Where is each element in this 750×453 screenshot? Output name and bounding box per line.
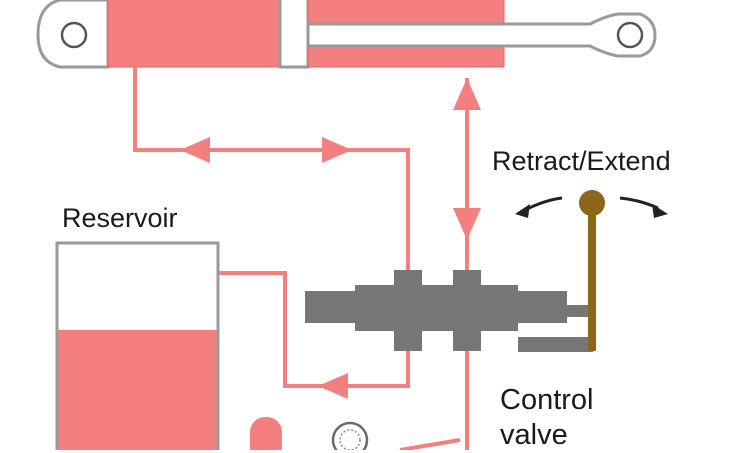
- lever-extend-arrow-icon: [619, 196, 659, 210]
- cylinder-mount-hole: [60, 21, 88, 49]
- cylinder-piston: [278, 0, 310, 69]
- control-valve-label-line2: valve: [500, 419, 568, 451]
- line-cylinder-left-to-valve: [133, 67, 410, 275]
- hydraulic-cylinder: [36, 0, 657, 69]
- pump-assembly: [250, 417, 369, 450]
- lever-extend-arrowhead-icon: [652, 204, 668, 218]
- rod-end-hole: [616, 21, 644, 49]
- lever-knob: [579, 190, 605, 216]
- valve-port-left-top: [394, 270, 422, 292]
- valve-stem-link: [518, 305, 593, 317]
- arrow-flow-up: [453, 78, 481, 110]
- lever-retract-arrow-icon: [524, 196, 563, 212]
- arrow-flow-down: [453, 208, 481, 240]
- valve-stem: [518, 337, 593, 352]
- line-pump-outlet: [399, 438, 461, 450]
- fluid-lines: [133, 67, 469, 450]
- valve-port-left-bottom: [394, 325, 422, 351]
- valve-port-right-bottom: [453, 325, 481, 351]
- control-valve-label: Control valve: [500, 383, 594, 453]
- cylinder-piston-rod: [306, 12, 657, 58]
- reservoir-label: Reservoir: [62, 203, 178, 233]
- lever-retract-arrowhead-icon: [515, 204, 530, 218]
- pump-cylinder: [250, 417, 282, 450]
- arrow-flow-right: [322, 137, 352, 163]
- lever-handle: [588, 208, 596, 351]
- valve-port-right-top: [453, 270, 481, 292]
- line-valve-to-reservoir: [218, 271, 410, 388]
- reservoir-fluid: [58, 329, 217, 450]
- flow-arrows: [180, 78, 481, 399]
- arrow-flow-left: [180, 137, 210, 163]
- control-valve-body: [305, 270, 593, 352]
- cylinder-chamber-left: [107, 0, 281, 68]
- reservoir-tank: [55, 241, 220, 450]
- control-valve-label-line1: Control: [500, 384, 594, 416]
- pressure-gauge-inner: [339, 429, 361, 450]
- retract-extend-label: Retract/Extend: [492, 146, 671, 176]
- valve-housing: [355, 285, 518, 331]
- control-lever: [515, 190, 668, 351]
- arrow-return-left: [318, 373, 348, 399]
- pressure-gauge-icon: [331, 421, 369, 450]
